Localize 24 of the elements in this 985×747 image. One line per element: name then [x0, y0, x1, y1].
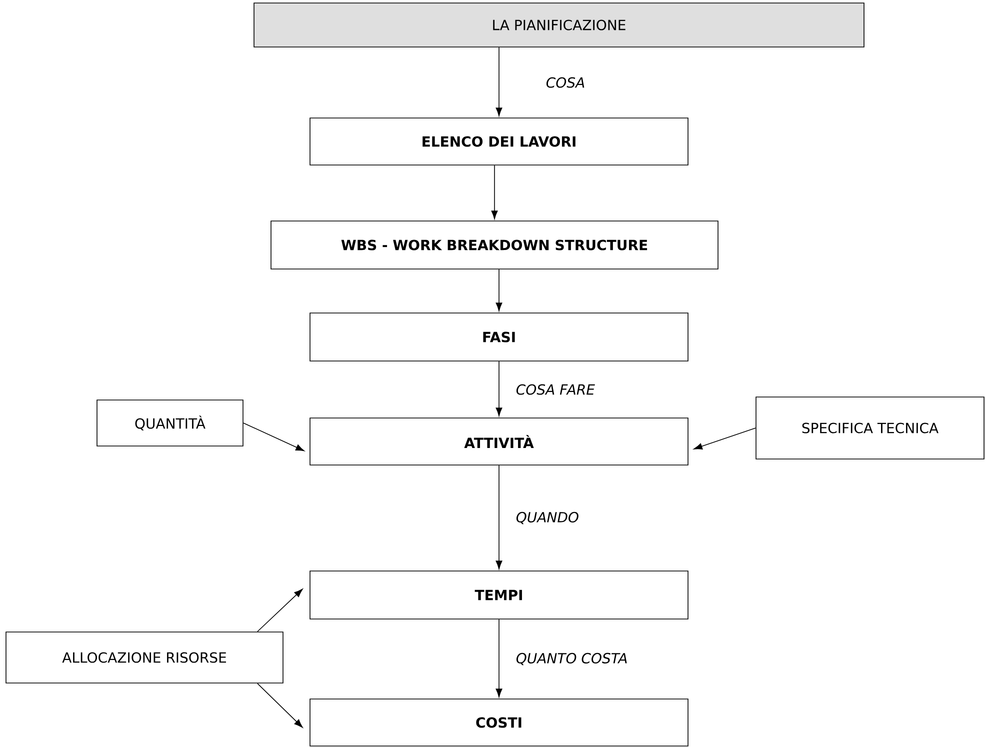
arrow	[496, 619, 502, 698]
process-box: FASI	[310, 312, 688, 362]
arrow	[243, 422, 304, 452]
process-box: COSTI	[310, 698, 688, 746]
edge-label: COSA	[546, 77, 584, 88]
arrow	[496, 465, 502, 570]
process-box: TEMPI	[310, 570, 688, 620]
input-box: QUANTITÀ	[96, 400, 244, 446]
edge-label: QUANTO COSTA	[516, 652, 627, 666]
process-box: ATTIVITÀ	[310, 418, 688, 466]
input-box: ALLOCAZIONE RISORSE	[6, 632, 284, 684]
arrow	[496, 269, 502, 312]
input-box: SPECIFICA TECNICA	[756, 396, 984, 460]
process-box: WBS - WORK BREAKDOWN STRUCTURE	[270, 220, 718, 270]
edge-label: QUANDO	[516, 512, 578, 524]
process-box: ELENCO DEI LAVORI	[310, 118, 688, 166]
arrow	[257, 683, 303, 728]
arrow	[694, 428, 756, 450]
edge-label: COSA FARE	[516, 384, 595, 395]
title-box: LA PIANIFICAZIONE	[254, 2, 864, 48]
arrow	[491, 165, 498, 220]
arrow	[496, 361, 502, 416]
arrow	[496, 47, 502, 116]
arrow	[257, 588, 303, 632]
